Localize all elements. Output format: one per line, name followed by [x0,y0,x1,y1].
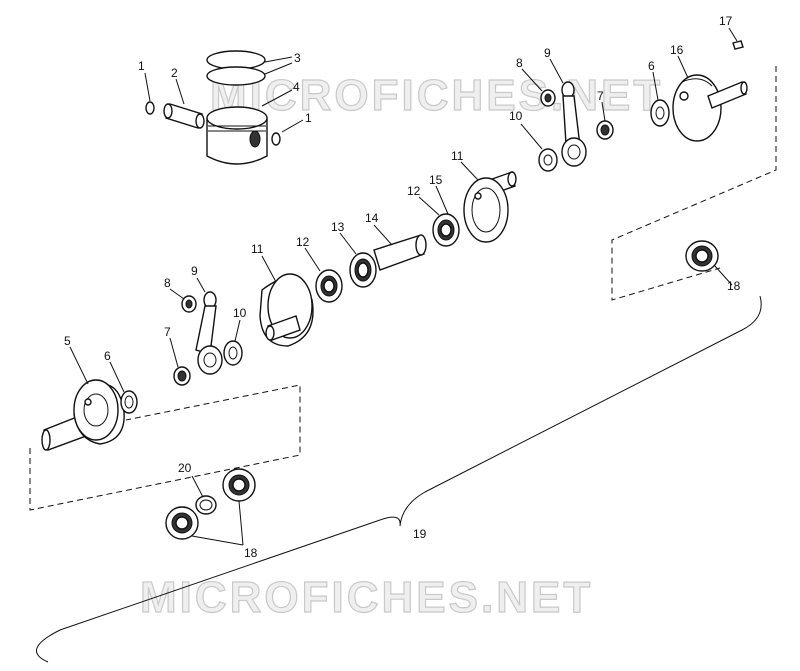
thrust-washer-10-right [538,148,558,172]
callout-1-right: 1 [305,111,312,125]
callout-18-right: 18 [727,279,741,293]
connecting-rod-right [561,81,587,167]
callout-14: 14 [365,211,379,225]
callout-11-left: 11 [251,242,264,256]
callout-15: 15 [429,173,443,187]
thrust-washer-10-left [223,340,243,366]
assembly-boundary-right [611,66,777,301]
callout-6-right: 6 [648,59,655,73]
piston-pin-clip-left [145,101,155,115]
bracket-19 [36,295,762,663]
leader-lines [69,27,738,546]
callout-6-left: 6 [104,349,111,363]
callout-18-lower: 18 [244,546,258,560]
callout-10-left: 10 [233,306,247,320]
callout-13: 13 [331,220,345,234]
shim-right [650,99,670,127]
callout-4: 4 [293,80,300,94]
needle-bearing-7-right [596,120,614,140]
seal-12-right [432,213,460,247]
callout-9-right: 9 [544,46,551,60]
callout-3: 3 [294,51,301,65]
key-17 [732,40,744,50]
connecting-rod-left [195,291,223,375]
callout-5: 5 [64,334,71,348]
watermark-top: MICROFICHES.NET [210,71,663,120]
callout-10-right: 10 [509,109,523,123]
crank-web-right [463,171,517,243]
callout-7-right: 7 [597,89,604,103]
piston-pin [163,103,205,129]
callout-16: 16 [670,43,684,57]
crank-half-left [41,379,125,451]
callout-17: 17 [719,14,733,28]
callout-7-left: 7 [164,325,171,339]
callout-12-left: 12 [296,235,310,249]
piston [206,106,268,165]
callout-20: 20 [178,461,192,475]
crank-web-left [259,273,314,347]
callout-8-left: 8 [164,276,171,290]
labyrinth-seal [349,252,377,288]
callout-19: 19 [413,527,427,541]
seal-12-left [315,269,343,303]
callout-8-right: 8 [516,56,523,70]
callout-12-right: 12 [407,184,421,198]
watermark-bottom: MICROFICHES.NET [140,573,593,622]
needle-bearing-8-right [540,89,556,107]
needle-bearing-7-left [173,366,191,386]
piston-rings [206,50,266,86]
crank-half-right [672,74,748,142]
callout-11-right: 11 [451,149,464,163]
piston-pin-clip-right [271,132,281,146]
center-shaft [373,234,427,271]
o-ring-20 [195,495,217,515]
callout-1-left: 1 [138,59,145,73]
assembly-boundary-left [29,384,301,511]
seal-18-right [685,240,719,272]
shim-left [120,390,138,414]
needle-bearing-8-left [181,295,197,313]
callout-9-left: 9 [191,264,198,278]
seal-18-lower-b [165,506,199,540]
seal-18-lower-a [222,468,256,502]
callout-labels: 1 2 3 4 1 5 6 7 8 9 10 11 12 13 14 12 15… [64,14,741,560]
callout-2: 2 [171,66,178,80]
